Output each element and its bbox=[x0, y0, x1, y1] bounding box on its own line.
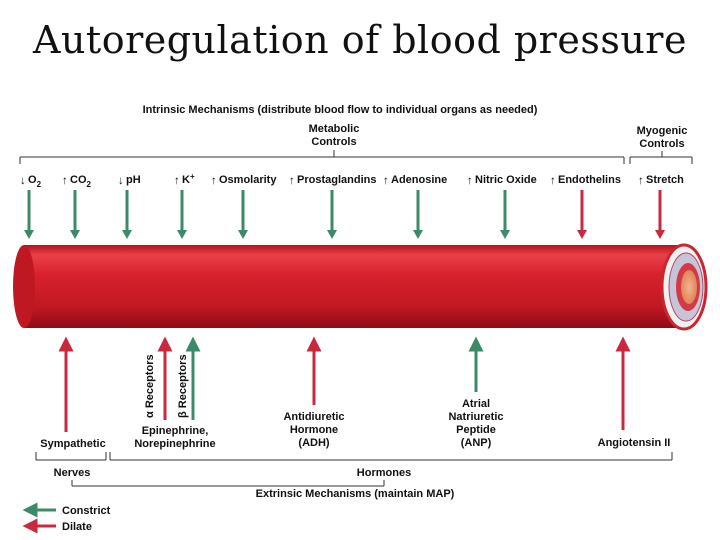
alpha-receptors-label: α Receptors bbox=[144, 354, 156, 418]
blood-vessel bbox=[13, 243, 708, 331]
intrinsic-header: Intrinsic Mechanisms (distribute blood f… bbox=[143, 104, 538, 116]
hormones-bracket bbox=[109, 452, 673, 461]
co2-label: CO2 bbox=[70, 174, 92, 189]
nerves-label: Nerves bbox=[54, 467, 91, 479]
epinephrine-label-1: Epinephrine, bbox=[142, 425, 209, 437]
myogenic-label-1: Myogenic bbox=[637, 125, 688, 137]
k-direction-icon: ↑ bbox=[174, 175, 180, 187]
co2-direction-icon: ↑ bbox=[62, 175, 68, 187]
ph-arrowhead bbox=[122, 230, 132, 239]
nitric-oxide-label: Nitric Oxide bbox=[475, 174, 537, 186]
osmolarity-arrowhead bbox=[238, 230, 248, 239]
slide-title: Autoregulation of blood pressure bbox=[33, 18, 687, 62]
beta-receptors-label: β Receptors bbox=[177, 354, 189, 418]
legend-dilate-label: Dilate bbox=[62, 521, 92, 533]
ph-label: pH bbox=[126, 174, 141, 186]
adenosine-arrowhead bbox=[413, 230, 423, 239]
adenosine-direction-icon: ↑ bbox=[383, 175, 389, 187]
anp-label-2: Natriuretic bbox=[448, 411, 503, 423]
hormones-label: Hormones bbox=[357, 467, 411, 479]
metabolic-label-1: Metabolic bbox=[309, 123, 360, 135]
extrinsic-bracket bbox=[71, 480, 385, 487]
adh-label-2: Hormone bbox=[290, 424, 338, 436]
adenosine-label: Adenosine bbox=[391, 174, 447, 186]
prostaglandins-direction-icon: ↑ bbox=[289, 175, 295, 187]
angiotensin-label: Angiotensin II bbox=[598, 437, 671, 449]
myogenic-label-2: Controls bbox=[639, 138, 684, 150]
extrinsic-header: Extrinsic Mechanisms (maintain MAP) bbox=[256, 488, 455, 500]
intrinsic-factors: ↓O2↑CO2↓pH↑K+↑Osmolarity↑Prostaglandins↑… bbox=[20, 172, 684, 239]
stretch-label: Stretch bbox=[646, 174, 684, 186]
osmolarity-label: Osmolarity bbox=[219, 174, 277, 186]
endothelins-label: Endothelins bbox=[558, 174, 621, 186]
k-arrowhead bbox=[177, 230, 187, 239]
epinephrine-label-2: Norepinephrine bbox=[134, 438, 215, 450]
co2-arrowhead bbox=[70, 230, 80, 239]
adh-label-1: Antidiuretic bbox=[283, 411, 344, 423]
metabolic-bracket bbox=[19, 150, 625, 164]
ph-direction-icon: ↓ bbox=[118, 175, 124, 187]
myogenic-bracket bbox=[629, 151, 693, 164]
sympathetic-label: Sympathetic bbox=[40, 438, 105, 450]
legend-constrict-label: Constrict bbox=[62, 505, 111, 517]
prostaglandins-label: Prostaglandins bbox=[297, 174, 376, 186]
k-label: K+ bbox=[182, 172, 195, 186]
nitric-oxide-arrowhead bbox=[500, 230, 510, 239]
nitric-oxide-direction-icon: ↑ bbox=[467, 175, 473, 187]
anp-label-1: Atrial bbox=[462, 398, 490, 410]
extrinsic-arrows bbox=[58, 336, 631, 432]
stretch-direction-icon: ↑ bbox=[638, 175, 644, 187]
o2-label: O2 bbox=[28, 174, 42, 189]
endothelins-direction-icon: ↑ bbox=[550, 175, 556, 187]
anp-label-4: (ANP) bbox=[461, 437, 492, 449]
o2-direction-icon: ↓ bbox=[20, 175, 26, 187]
o2-arrowhead bbox=[24, 230, 34, 239]
prostaglandins-arrowhead bbox=[327, 230, 337, 239]
stretch-arrowhead bbox=[655, 230, 665, 239]
osmolarity-direction-icon: ↑ bbox=[211, 175, 217, 187]
anp-label-3: Peptide bbox=[456, 424, 496, 436]
metabolic-label-2: Controls bbox=[311, 136, 356, 148]
nerves-bracket bbox=[35, 452, 107, 461]
legend: Constrict Dilate bbox=[22, 502, 111, 534]
endothelins-arrowhead bbox=[577, 230, 587, 239]
adh-label-3: (ADH) bbox=[298, 437, 329, 449]
